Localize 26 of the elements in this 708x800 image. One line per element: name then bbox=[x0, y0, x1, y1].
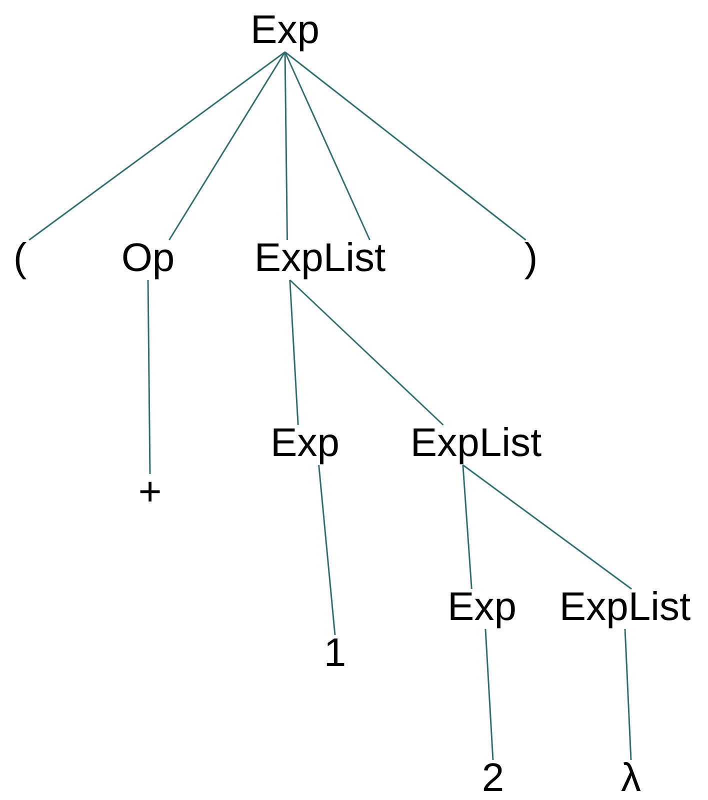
tree-node-label: Exp bbox=[270, 423, 340, 463]
tree-node-label: ExpList bbox=[410, 423, 542, 463]
tree-edge bbox=[168, 52, 286, 240]
tree-edge bbox=[147, 280, 151, 474]
tree-node-label: ExpList bbox=[254, 238, 386, 278]
tree-node-label: 1 bbox=[324, 633, 346, 673]
tree-edge bbox=[462, 464, 632, 590]
tree-edge bbox=[289, 279, 444, 426]
tree-edge bbox=[462, 464, 472, 590]
tree-node-label: ExpList bbox=[559, 587, 691, 627]
tree-edge bbox=[28, 51, 286, 241]
tree-node-label: Exp bbox=[250, 10, 320, 50]
tree-node-label: Op bbox=[121, 238, 175, 278]
tree-node-label: λ bbox=[621, 758, 641, 798]
tree-edge bbox=[284, 52, 288, 240]
tree-node-label: + bbox=[138, 472, 162, 512]
tree-node-label: 2 bbox=[482, 758, 504, 798]
tree-edge bbox=[284, 52, 370, 240]
tree-edge bbox=[624, 628, 632, 760]
tree-node-label: ( bbox=[13, 238, 27, 278]
tree-edge bbox=[318, 464, 336, 636]
tree-node-label: ) bbox=[524, 238, 538, 278]
tree-edge bbox=[289, 280, 299, 426]
tree-edge bbox=[284, 51, 526, 241]
tree-edge bbox=[484, 628, 494, 760]
tree-node-label: Exp bbox=[448, 587, 516, 627]
